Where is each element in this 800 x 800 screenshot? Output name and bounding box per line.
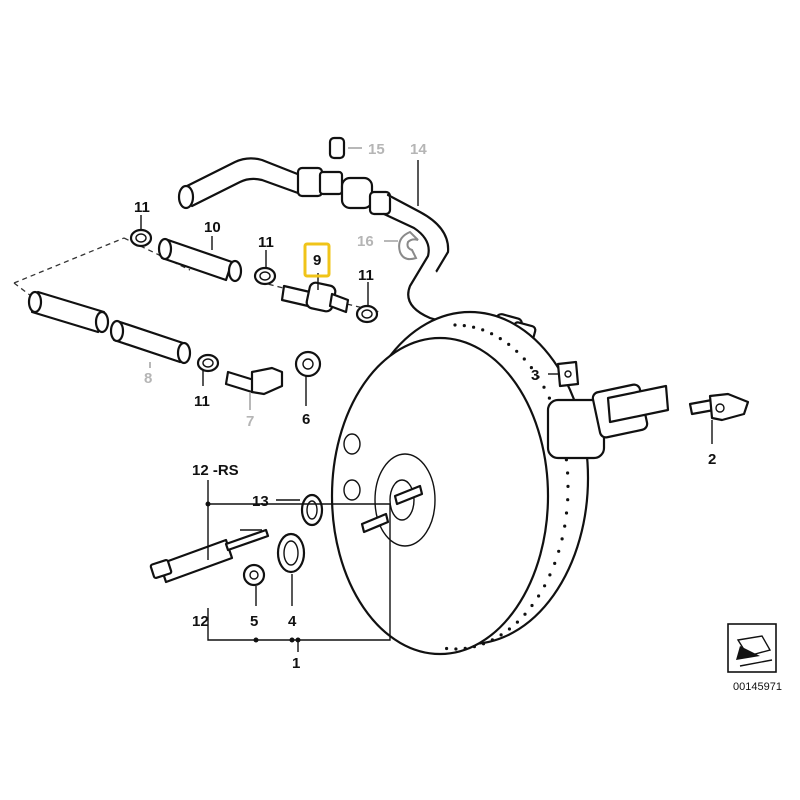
rim-dot [547,396,552,400]
part-9-check-valve[interactable] [280,281,350,314]
label-8[interactable]: 8 [144,370,152,387]
part-4-seal-ring[interactable] [276,532,306,574]
hose-clamp-3[interactable] [355,304,379,324]
rim-dot [564,511,569,515]
label-13[interactable]: 13 [252,493,269,510]
label-14[interactable]: 14 [410,141,427,158]
rim-dot [445,646,449,651]
rim-dot [560,537,564,541]
direction-arrow-icon [727,623,777,673]
rim-dot [463,646,467,650]
rim-dot [472,325,476,329]
rim-dot [543,584,547,588]
rim-dot [563,524,567,528]
leader-dots [205,501,301,643]
rim-dot [566,471,570,475]
rim-dot [498,337,502,341]
rim-dot [490,332,494,336]
part-3-nut[interactable] [556,360,580,388]
rim-dot [499,633,503,637]
rim-dot [536,375,540,379]
label-2[interactable]: 2 [708,451,716,468]
label-12[interactable]: 12 [192,613,209,630]
hose-clamp-1[interactable] [129,228,153,248]
part-16-clip[interactable] [398,230,419,261]
label-11-c[interactable]: 11 [358,267,374,284]
rim-dot [530,603,534,608]
part-5-nut[interactable] [242,563,266,587]
hose-clamp-2[interactable] [253,266,277,286]
label-11-d[interactable]: 11 [194,393,210,410]
rim-dot [507,627,511,631]
rim-dot [529,366,534,370]
part-8-hose-left[interactable] [27,290,110,334]
rim-dot [481,328,485,332]
part-15-sleeve[interactable] [328,136,346,160]
rim-dot [490,638,494,642]
label-1[interactable]: 1 [292,655,300,672]
part-1-brake-booster[interactable] [330,310,590,656]
rim-dot [553,561,557,566]
callout-labels: 11 10 11 9 11 15 14 16 8 11 7 6 3 2 12 -… [134,141,716,672]
rim-dot [542,385,546,389]
label-12-rs[interactable]: 12 -RS [192,462,239,479]
rim-dot [557,549,561,553]
rim-dot [537,594,541,598]
label-11-a[interactable]: 11 [134,199,150,216]
part-6-grommet[interactable] [294,350,322,378]
leader-lines [140,147,713,652]
rim-dot [566,484,570,488]
label-3[interactable]: 3 [531,367,539,384]
rim-dot [515,349,519,353]
rim-dot [522,357,526,361]
part-7-elbow-fitting[interactable] [224,366,284,396]
rim-dot [507,342,511,346]
part-8-hose-right[interactable] [109,319,192,365]
rim-dot [566,498,570,502]
label-6[interactable]: 6 [302,411,310,428]
part-13-seal[interactable] [300,493,324,527]
rim-dot [515,620,520,624]
part-10-hose[interactable] [157,237,243,283]
label-5[interactable]: 5 [250,613,258,630]
part-12-vacuum-sensor[interactable] [149,528,270,584]
label-7[interactable]: 7 [246,413,254,430]
rim-dot [481,642,486,646]
hose-clamp-4[interactable] [196,353,220,373]
rim-dot [453,323,457,327]
rim-dot [523,612,527,616]
label-10[interactable]: 10 [204,219,221,236]
rim-dot [548,573,552,577]
rim-dot [462,324,466,328]
label-9[interactable]: 9 [313,252,321,269]
part-2-clevis-pin[interactable] [688,392,750,422]
label-4[interactable]: 4 [288,613,297,630]
reference-number: 00145971 [733,681,782,693]
label-16[interactable]: 16 [357,233,374,250]
highlight-box-part-9 [303,242,331,278]
booster-output-boss[interactable] [546,383,670,460]
rim-dot [454,647,458,651]
assembly-boundary-line [13,237,381,319]
label-11-b[interactable]: 11 [258,234,274,251]
label-15[interactable]: 15 [368,141,385,158]
rim-dot [472,645,476,649]
